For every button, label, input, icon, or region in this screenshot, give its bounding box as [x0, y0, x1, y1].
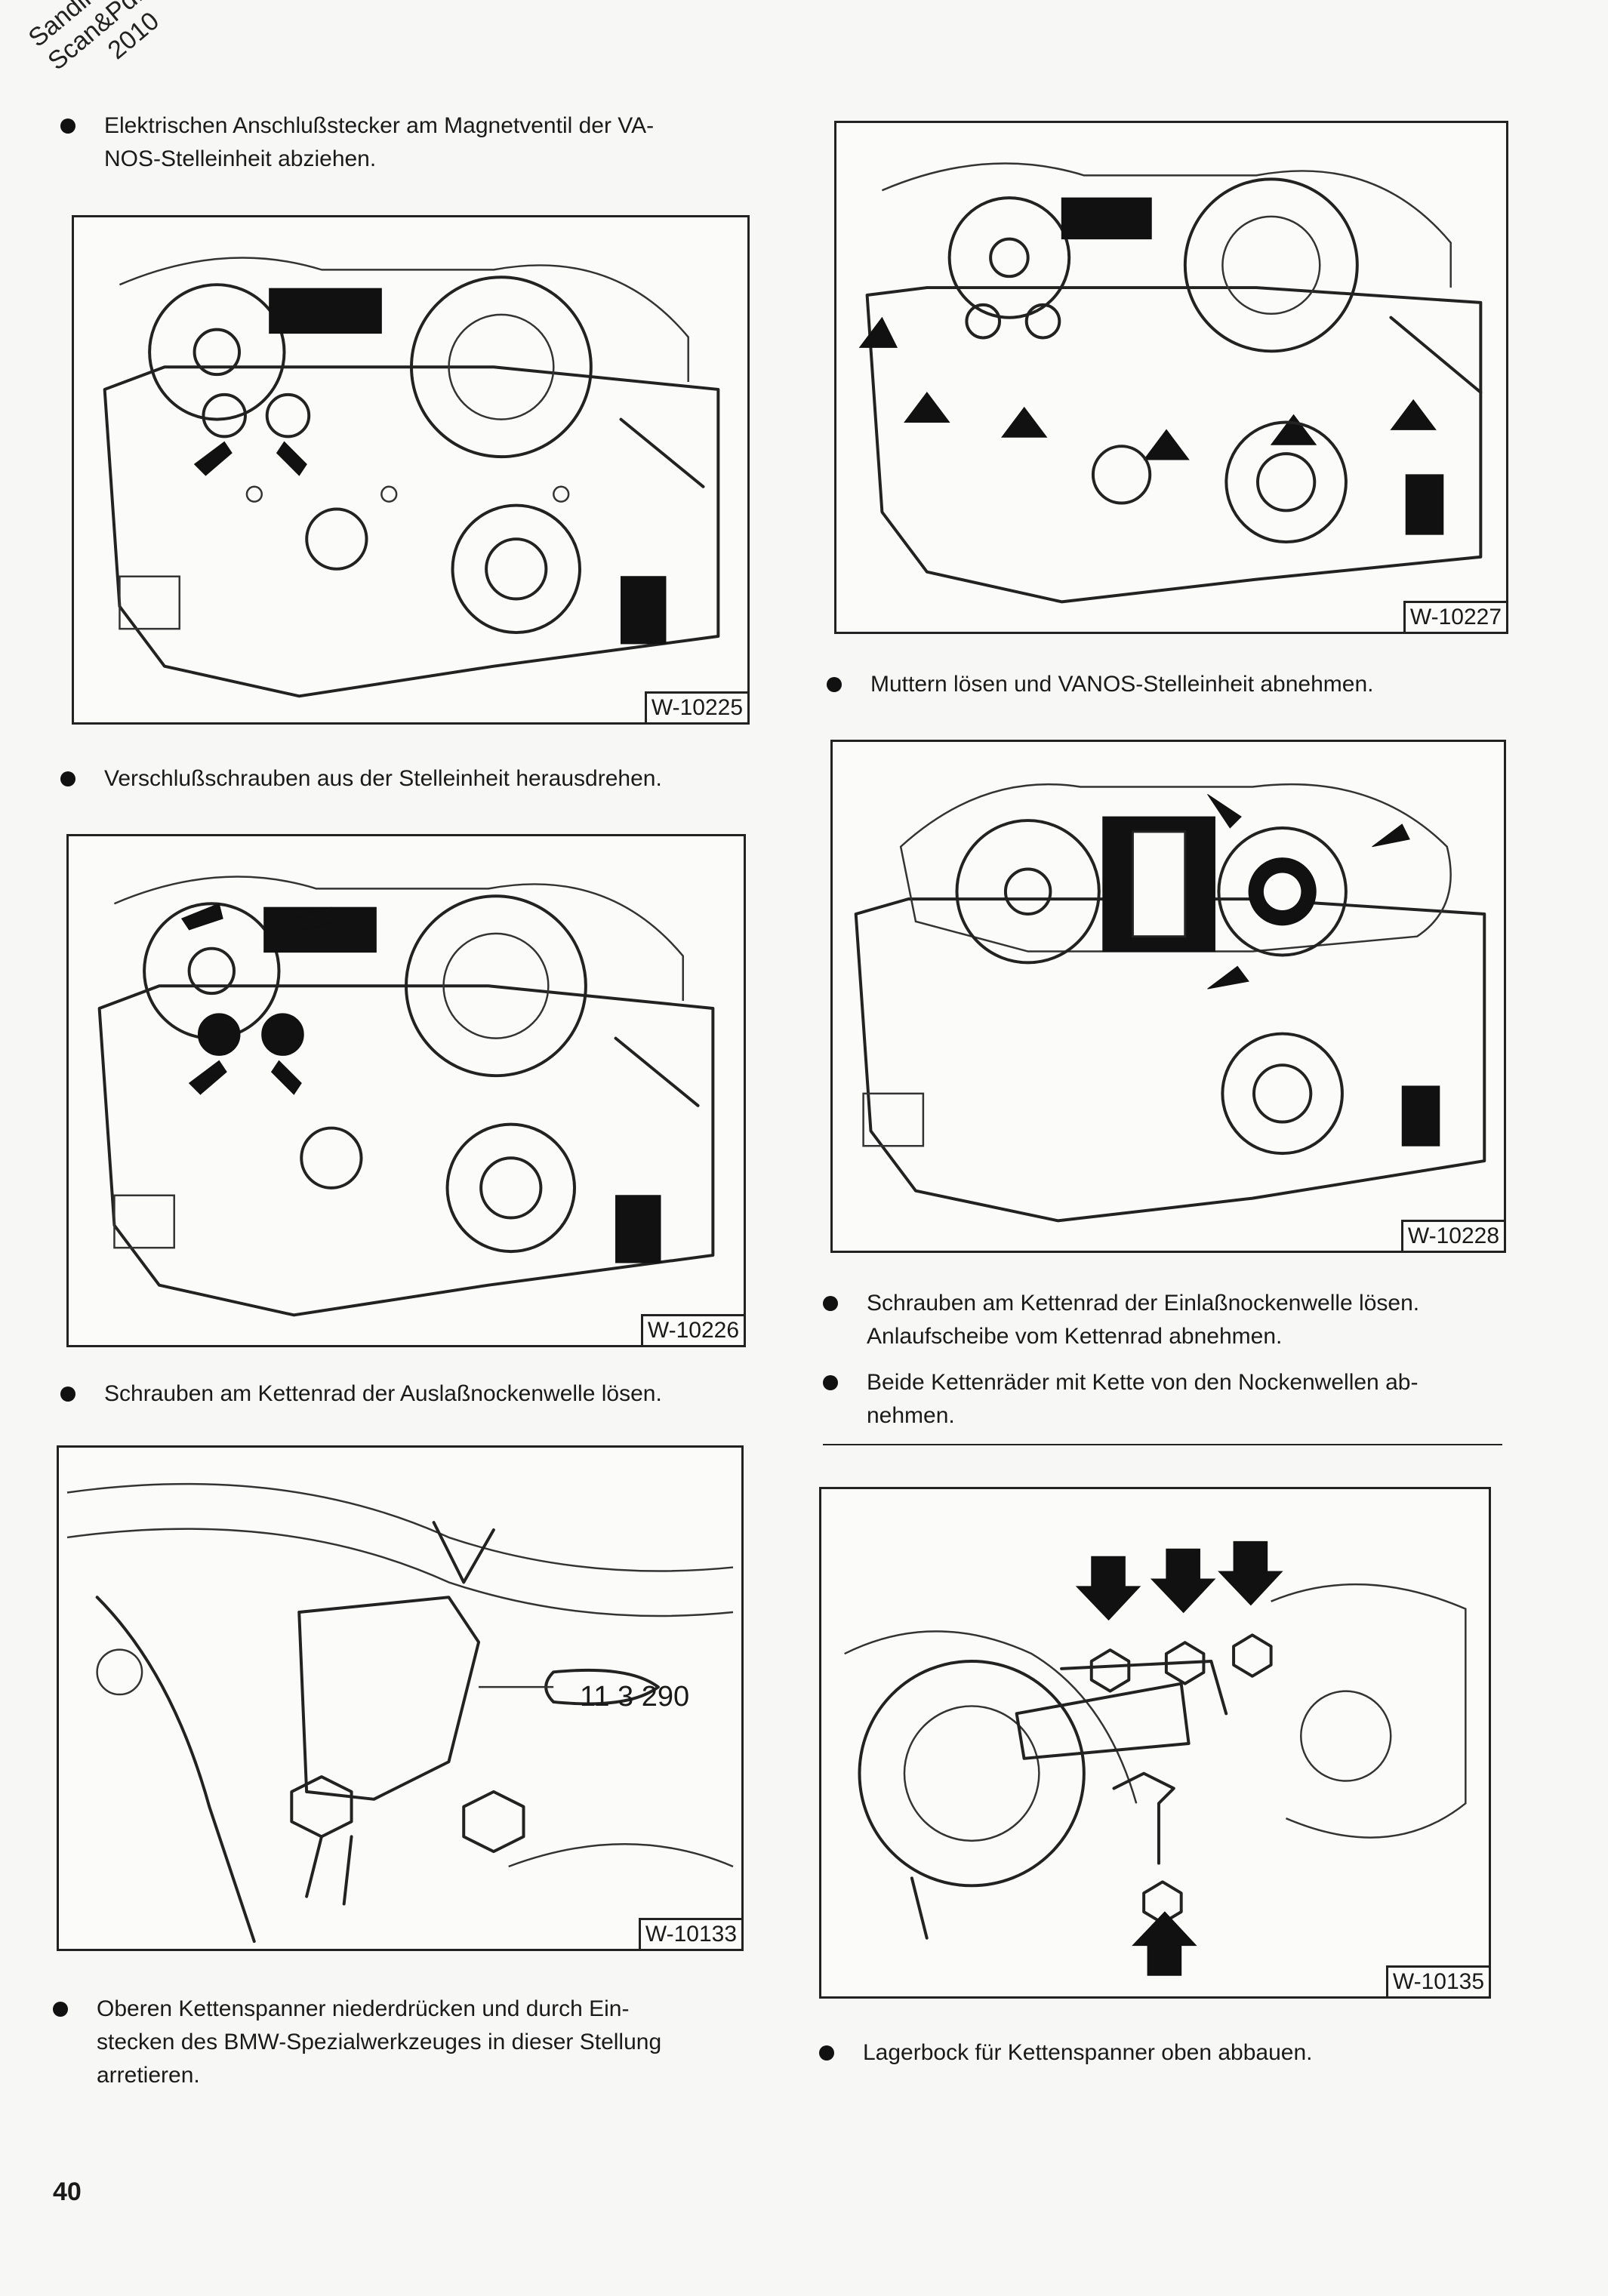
engine-timing-illustration [858, 162, 1483, 604]
engine-timing-illustration [103, 257, 720, 698]
step-6-line-2: Anlaufscheibe vom Kettenrad abnehmen. [867, 1324, 1283, 1349]
step-5-instruction: Muttern lösen und VANOS-Stelleinheit abn… [827, 668, 1588, 701]
page-number: 40 [53, 2178, 82, 2206]
bullet-icon [819, 2045, 834, 2061]
step-3-instruction: Schrauben am Kettenrad der Auslaßnockenw… [60, 1377, 814, 1411]
step-4-line-3: arretieren. [97, 2063, 200, 2088]
intro-line-2: NOS-Stelleinheit abziehen. [104, 146, 377, 171]
figure-w10135: W-10135 [819, 1487, 1491, 1999]
chain-tensioner-illustration [66, 1482, 734, 1944]
bullet-icon [823, 1296, 838, 1311]
step-4-line-2: stecken des BMW-Spezialwerkzeuges in die… [97, 2030, 662, 2054]
intro-instruction: Elektrischen Anschlußstecker am Magnetve… [60, 109, 814, 176]
bullet-icon [60, 118, 75, 134]
step-3-line: Schrauben am Kettenrad der Auslaßnockenw… [104, 1381, 662, 1406]
figure-label: W-10135 [1385, 1965, 1489, 1996]
figure-label: W-10227 [1403, 601, 1506, 632]
figure-w10227: W-10227 [834, 121, 1508, 634]
step-4-instruction: Oberen Kettenspanner niederdrücken und d… [53, 1993, 776, 2092]
figure-w10226: W-10226 [66, 834, 746, 1347]
bullet-icon [827, 677, 842, 692]
step-5-line: Muttern lösen und VANOS-Stelleinheit abn… [870, 672, 1374, 697]
figure-label: W-10133 [638, 1918, 741, 1949]
step-7-line-1: Beide Kettenräder mit Kette von den Nock… [867, 1370, 1419, 1395]
step-2-instruction: Verschlußschrauben aus der Stelleinheit … [60, 762, 814, 796]
intro-line-1: Elektrischen Anschlußstecker am Magnetve… [104, 113, 655, 138]
step-4-line-1: Oberen Kettenspanner niederdrücken und d… [97, 1996, 630, 2021]
step-7-instruction: Beide Kettenräder mit Kette von den Nock… [823, 1366, 1554, 1433]
figure-w10228: W-10228 [830, 740, 1506, 1253]
step-6-line-1: Schrauben am Kettenrad der Einlaßnockenw… [867, 1291, 1420, 1316]
engine-timing-illustration [854, 783, 1486, 1223]
step-8-line: Lagerbock für Kettenspanner oben abbauen… [863, 2040, 1313, 2065]
engine-timing-illustration [97, 876, 715, 1317]
step-2-line: Verschlußschrauben aus der Stelleinheit … [104, 766, 662, 791]
figure-label: W-10226 [640, 1314, 744, 1345]
figure-label: W-10228 [1400, 1220, 1504, 1251]
bullet-icon [53, 2002, 68, 2017]
figure-label: W-10225 [644, 691, 747, 722]
bullet-icon [60, 1387, 75, 1402]
bullet-icon [823, 1375, 838, 1390]
figure-w10133: 11 3 290 W-10133 [57, 1445, 744, 1951]
bullet-icon [60, 771, 75, 786]
section-divider [823, 1444, 1502, 1445]
step-8-instruction: Lagerbock für Kettenspanner oben abbauen… [819, 2036, 1542, 2070]
step-6-instruction: Schrauben am Kettenrad der Einlaßnockenw… [823, 1287, 1554, 1353]
tool-number-label: 11 3 290 [580, 1681, 690, 1713]
step-7-line-2: nehmen. [867, 1403, 955, 1428]
watermark: Sandini Scan&Pdf 2010 [23, 0, 168, 100]
chain-tensioner-bracket-illustration [844, 1540, 1467, 1976]
figure-w10225: W-10225 [72, 215, 750, 725]
